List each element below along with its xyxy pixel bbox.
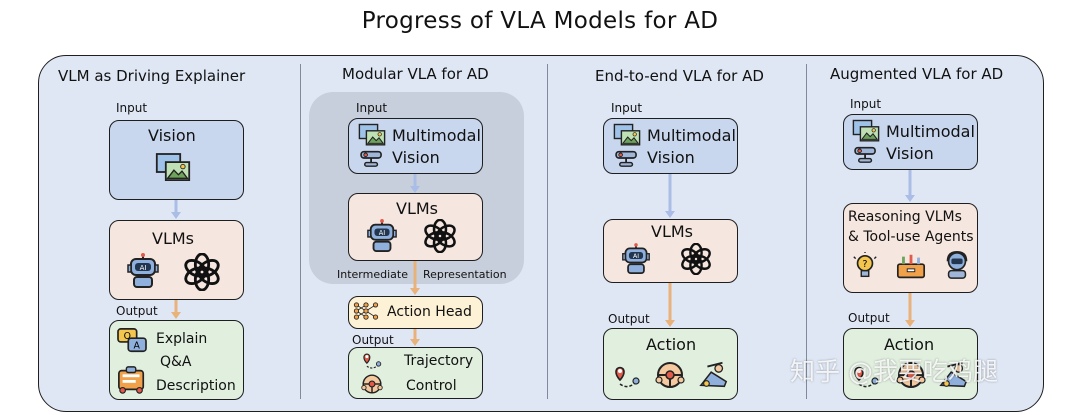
vision-label: Multimodal bbox=[886, 122, 975, 141]
representation-label: Representation bbox=[423, 268, 507, 281]
openai-icon bbox=[423, 219, 457, 253]
driver-icon bbox=[698, 360, 730, 390]
image-icon bbox=[155, 152, 191, 183]
vision-label: Vision bbox=[647, 148, 695, 167]
clipboard-icon bbox=[116, 365, 148, 395]
robot-icon bbox=[621, 243, 651, 275]
action-label: Action bbox=[646, 335, 697, 354]
output-item: Control bbox=[406, 378, 457, 394]
intermediate-label: Intermediate bbox=[337, 268, 408, 281]
flow-arrow bbox=[410, 174, 420, 193]
input-label: Input bbox=[611, 101, 643, 115]
output-label: Output bbox=[608, 312, 650, 326]
chat-icon bbox=[116, 327, 148, 355]
column-title: Augmented VLA for AD bbox=[830, 65, 1004, 83]
column-title: End-to-end VLA for AD bbox=[595, 67, 764, 85]
vision-label: Vision bbox=[886, 144, 934, 163]
vision-label: Vision bbox=[392, 148, 440, 167]
image-icon bbox=[358, 123, 386, 147]
flow-arrow bbox=[410, 329, 420, 346]
action-head-label: Action Head bbox=[387, 304, 472, 320]
lightbulb-icon bbox=[851, 252, 879, 282]
column-title: VLM as Driving Explainer bbox=[58, 67, 246, 85]
column-title: Modular VLA for AD bbox=[342, 65, 489, 83]
flow-arrow bbox=[171, 200, 181, 219]
vision-label: Multimodal bbox=[647, 126, 736, 145]
output-label: Output bbox=[352, 333, 394, 347]
column-divider bbox=[806, 64, 807, 399]
route-icon bbox=[360, 350, 384, 372]
input-label: Input bbox=[356, 101, 388, 115]
vlm-label: VLMs bbox=[651, 222, 693, 241]
steering-wheel-icon bbox=[654, 360, 686, 390]
robot-icon bbox=[366, 219, 398, 253]
agent-robot-icon bbox=[942, 250, 972, 280]
output-label: Output bbox=[848, 311, 890, 325]
flow-arrow bbox=[410, 261, 420, 295]
vlm-label: VLMs bbox=[396, 199, 438, 218]
flow-arrow bbox=[171, 300, 181, 319]
robot-icon bbox=[126, 253, 160, 289]
input-label: Input bbox=[850, 97, 882, 111]
column-divider bbox=[547, 64, 548, 399]
action-label: Action bbox=[884, 335, 935, 354]
vlm-box bbox=[109, 220, 244, 300]
route-icon bbox=[612, 362, 642, 392]
steering-wheel-icon bbox=[360, 373, 384, 395]
image-icon bbox=[852, 119, 880, 143]
camera-icon bbox=[359, 148, 385, 168]
flow-arrow bbox=[665, 174, 675, 218]
toolbox-icon bbox=[895, 252, 927, 282]
column-divider bbox=[300, 64, 301, 399]
vision-label: Multimodal bbox=[392, 126, 481, 145]
reasoning-label: Reasoning VLMs bbox=[848, 209, 962, 225]
vlm-label: VLMs bbox=[152, 229, 194, 248]
openai-icon bbox=[183, 253, 221, 291]
output-item: Trajectory bbox=[404, 353, 474, 369]
output-item: Description bbox=[156, 378, 236, 394]
flow-arrow bbox=[665, 283, 675, 327]
page-title: Progress of VLA Models for AD bbox=[361, 8, 719, 34]
camera-icon bbox=[853, 144, 879, 164]
flow-arrow bbox=[905, 293, 915, 327]
vision-label: Vision bbox=[148, 126, 196, 145]
action-head-box bbox=[348, 296, 483, 329]
output-label: Output bbox=[116, 304, 158, 318]
camera-icon bbox=[614, 148, 640, 168]
neural-network-icon bbox=[353, 300, 379, 322]
output-item: Q&A bbox=[160, 354, 192, 370]
output-item: Explain bbox=[156, 331, 208, 347]
flow-arrow bbox=[905, 170, 915, 202]
reasoning-label: & Tool-use Agents bbox=[848, 229, 974, 245]
input-label: Input bbox=[116, 101, 148, 115]
watermark: 知乎 @我要吃鸡腿 bbox=[790, 357, 998, 386]
image-icon bbox=[613, 123, 641, 147]
openai-icon bbox=[680, 243, 712, 275]
